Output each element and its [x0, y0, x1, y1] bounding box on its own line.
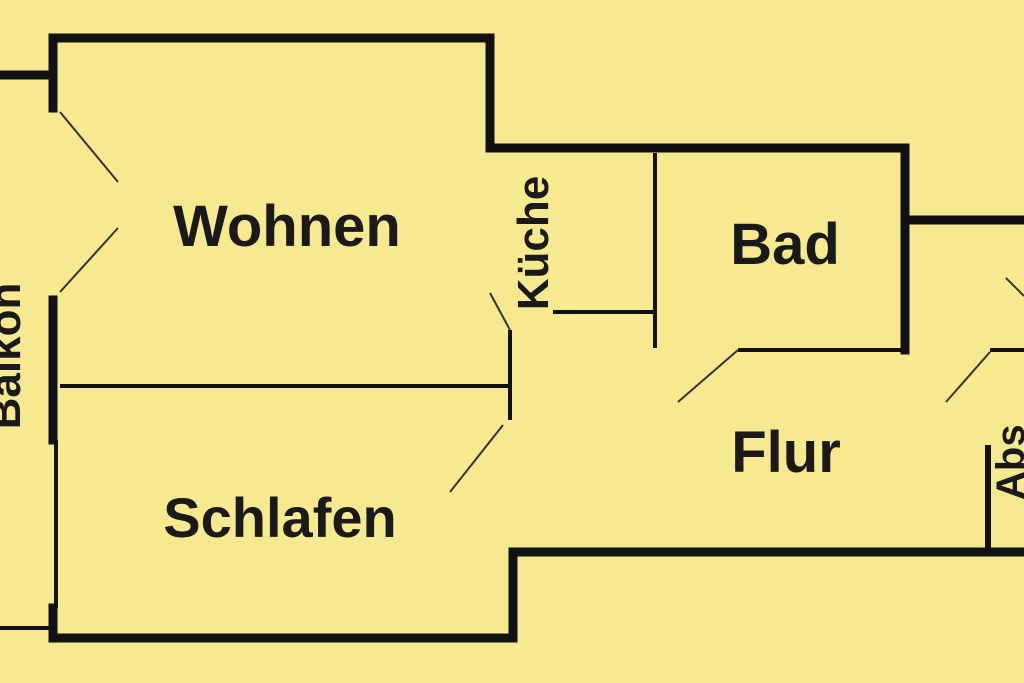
interior-walls: [54, 153, 1024, 608]
label-schlafen: Schlafen: [163, 486, 396, 549]
label-flur: Flur: [731, 420, 841, 485]
label-bad: Bad: [730, 212, 840, 277]
label-balkon: Balkon: [0, 283, 30, 430]
door-swing-right: [1005, 277, 1024, 297]
wall-top-left: [48, 33, 910, 355]
door-swing-bad: [677, 349, 739, 403]
door-swing-abstell: [945, 351, 991, 403]
label-kueche: Küche: [509, 176, 558, 310]
door-swing-kueche: [489, 292, 511, 331]
door-swings: [59, 111, 1024, 493]
door-swing-balkon-top: [59, 111, 119, 183]
label-abstellraum: Abs: [989, 424, 1024, 500]
exterior-walls: [0, 33, 1024, 643]
door-swing-balkon-bottom: [59, 227, 119, 293]
door-swing-schlafen: [449, 424, 504, 493]
label-wohnen: Wohnen: [173, 194, 401, 259]
